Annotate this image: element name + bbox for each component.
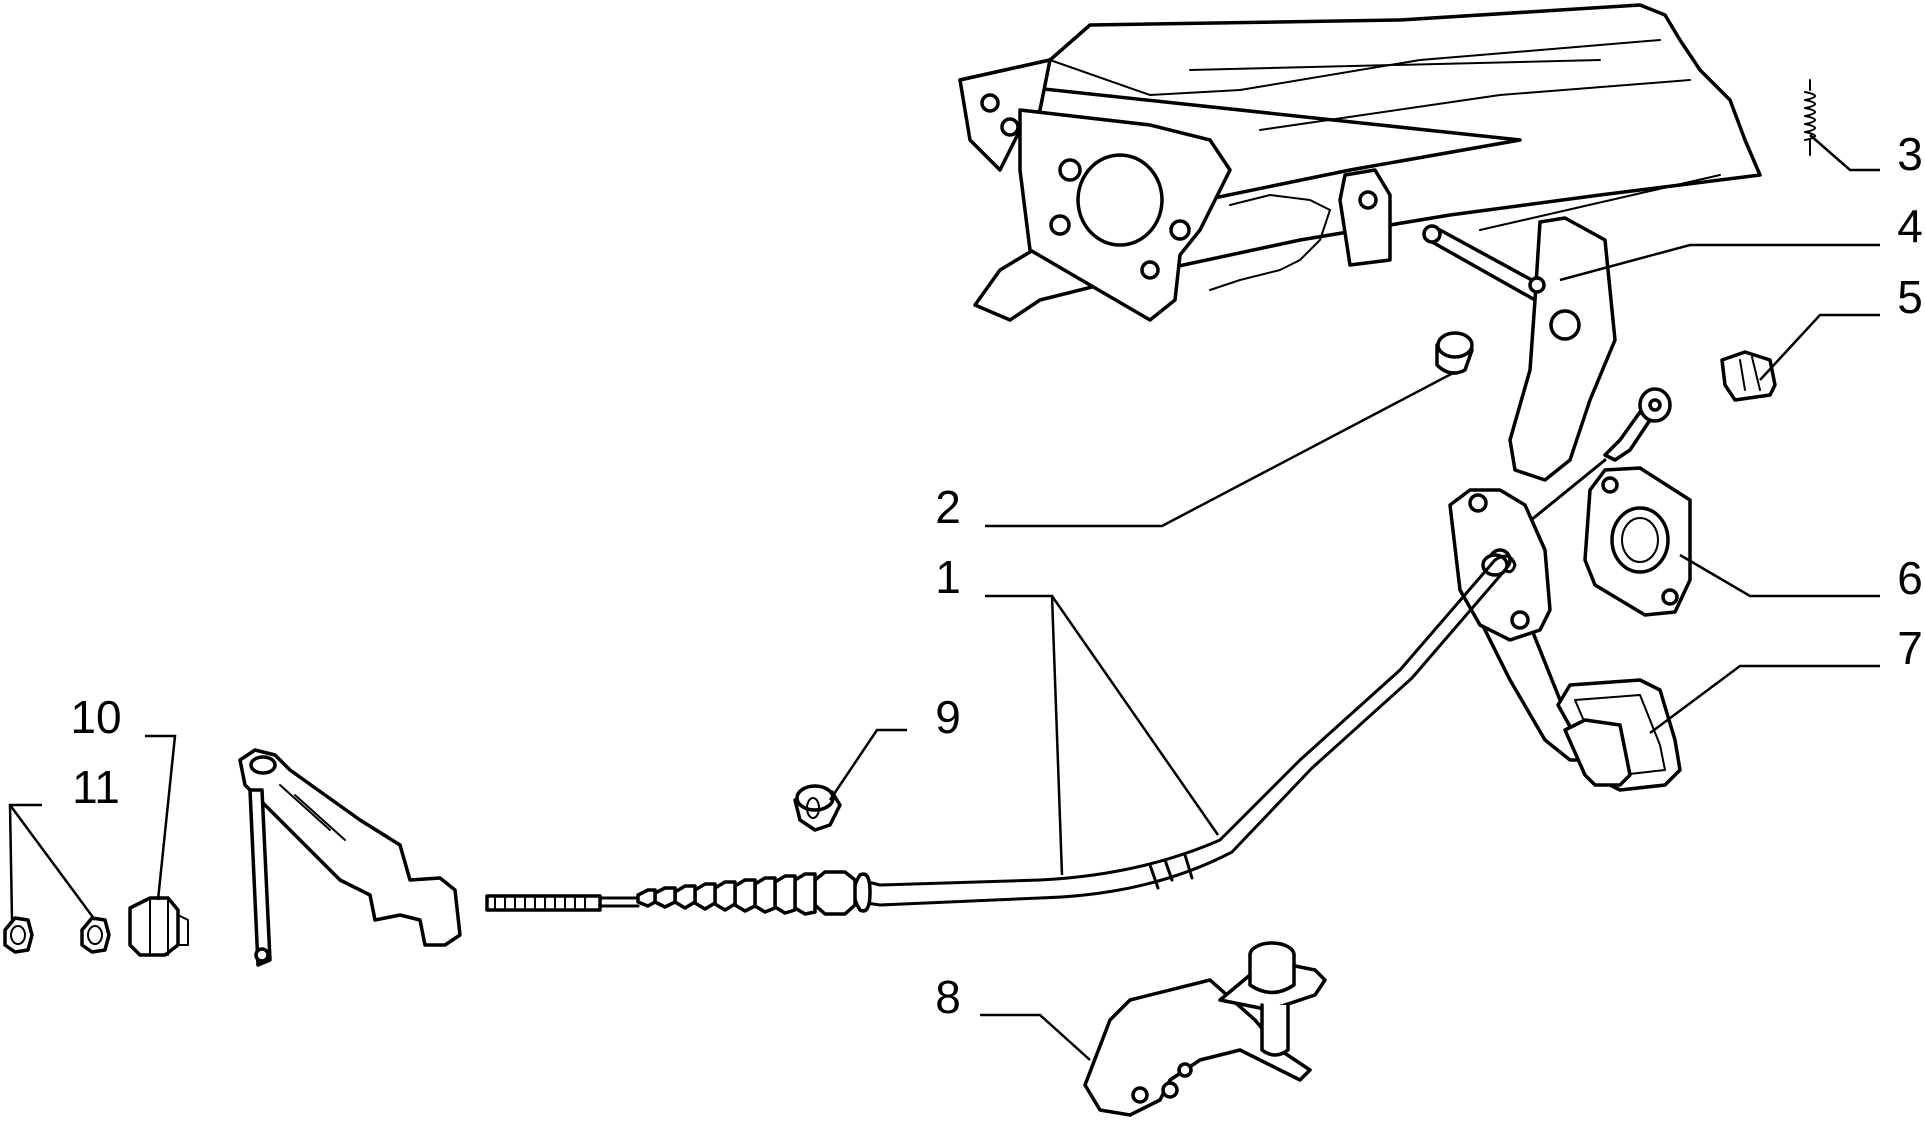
callout-1: 1 [935,551,961,603]
callout-11: 11 [72,761,120,813]
clutch-cable [485,554,1517,916]
callout-2: 2 [935,481,961,533]
lock-nut-b [80,916,111,954]
callout-5: 5 [1897,271,1923,323]
callout-8: 8 [935,971,961,1023]
callout-10: 10 [70,691,121,743]
retaining-clip [1720,350,1777,402]
callout-7: 7 [1897,622,1923,674]
lock-nut-a [3,916,34,954]
callout-9: 9 [935,691,961,743]
pedal-bushing [1435,331,1474,375]
cable-grommet [793,784,842,832]
pedal-pad-rubber [1556,678,1682,792]
selector-bracket [1083,941,1327,1117]
pedal-support-bracket [958,3,1762,322]
cable-eye-end [1523,387,1672,527]
callout-3: 3 [1897,128,1923,180]
release-lever [238,748,462,967]
leader-lines [8,134,1880,1061]
cable-clip [128,896,189,957]
firewall-gasket [1583,466,1692,617]
return-spring [1804,79,1816,156]
callout-6: 6 [1897,552,1923,604]
callout-4: 4 [1897,200,1923,252]
